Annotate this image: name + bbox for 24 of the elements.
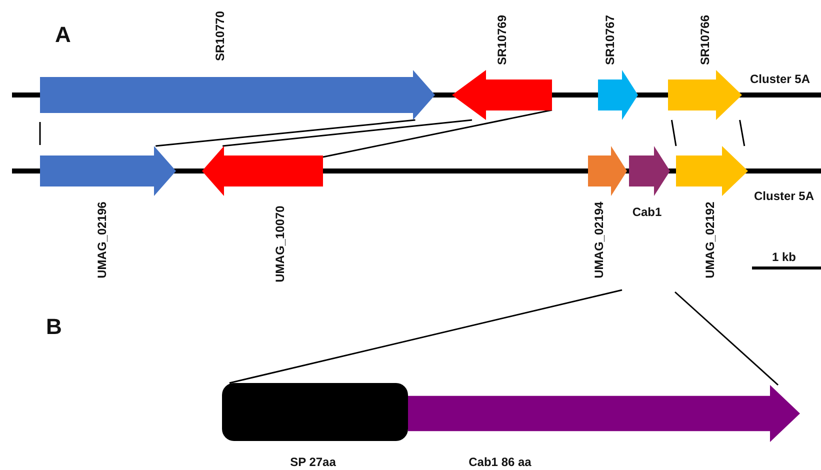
gene-name: UMAG_02196	[95, 202, 109, 278]
synteny-line	[670, 120, 677, 146]
synteny-line	[156, 119, 416, 147]
gene-name: UMAG_02192	[703, 202, 717, 278]
protein-label: Cab1 86 aa	[468, 455, 532, 469]
gene-name: UMAG_10070	[273, 206, 287, 282]
synteny-line	[739, 120, 746, 146]
gene-name: SR10770	[213, 10, 227, 62]
synteny-line	[229, 289, 622, 384]
cluster-label: Cluster 5A	[754, 189, 814, 203]
synteny-line	[222, 119, 472, 147]
gene-name: SR10766	[698, 14, 712, 66]
gene-name: SR10767	[603, 14, 617, 66]
scale-label: 1 kb	[772, 250, 796, 264]
gene-name: UMAG_02194	[592, 202, 606, 278]
synteny-line	[39, 122, 41, 145]
protein-label: SP 27aa	[290, 455, 336, 469]
protein-label: Cab1	[632, 205, 662, 219]
cluster-label: Cluster 5A	[750, 72, 810, 86]
synteny-line	[674, 291, 779, 386]
gene-name: SR10769	[495, 14, 509, 66]
panel-letter: B	[46, 314, 62, 340]
panel-letter: A	[55, 22, 71, 48]
synteny-line	[322, 109, 552, 158]
